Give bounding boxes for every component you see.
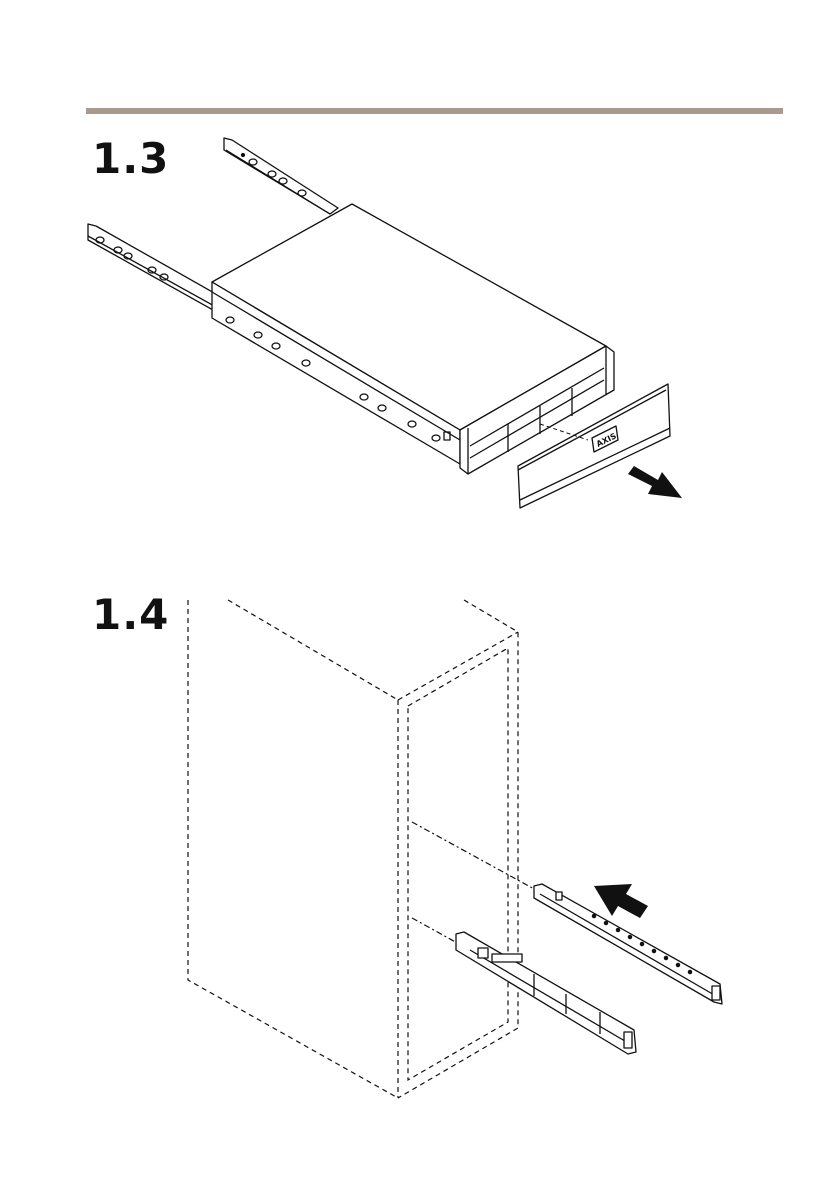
left-rail	[456, 932, 636, 1054]
rack-cabinet-outline	[188, 600, 536, 1098]
arrow-up-left-icon	[594, 884, 648, 918]
